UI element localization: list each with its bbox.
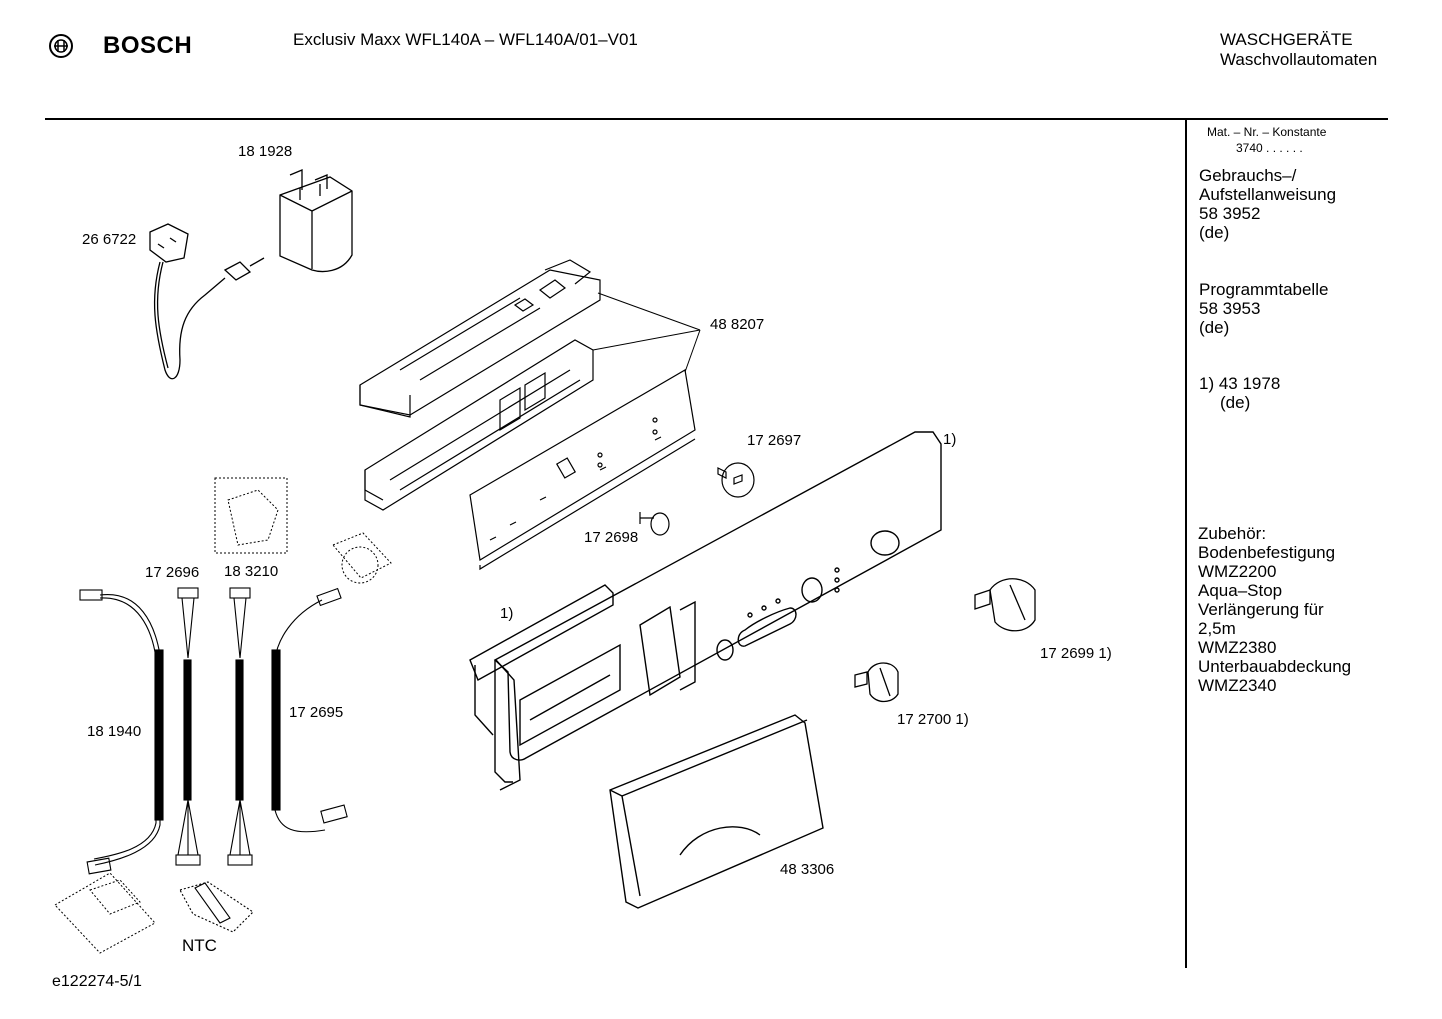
accessory-line: Zubehör: <box>1198 524 1267 543</box>
manual-lang: (de) <box>1199 223 1230 242</box>
note-lang: (de) <box>1220 393 1251 412</box>
accessory-line: 2,5m <box>1198 619 1236 638</box>
leader-488207 <box>592 292 701 373</box>
front-panel-drawing <box>469 431 942 791</box>
knob-172699-drawing <box>974 578 1036 632</box>
part-label-172698: 17 2698 <box>584 529 639 546</box>
accessory-line: Verlängerung für <box>1198 600 1324 619</box>
suppressor-drawing <box>279 169 353 273</box>
part-label-172700: 17 2700 1) <box>897 711 969 728</box>
part-label-172699: 17 2699 1) <box>1040 645 1112 662</box>
pcb-bracket-lower-drawing <box>364 339 594 511</box>
dotted-part-bottom-drawing <box>54 872 156 954</box>
note-number: 1) 43 1978 <box>1199 374 1281 393</box>
part-label-172697: 17 2697 <box>747 432 802 449</box>
note-marker-panel: 1) <box>943 431 957 448</box>
dotted-part-top-drawing <box>214 477 288 554</box>
category: WASCHGERÄTE <box>1220 30 1353 49</box>
program-title: Programmtabelle <box>1199 280 1329 299</box>
brand-name: BOSCH <box>103 32 193 59</box>
part-label-488207: 48 8207 <box>710 316 765 333</box>
accessory-line: WMZ2380 <box>1198 638 1277 657</box>
accessory-line: Unterbauabdeckung <box>1198 657 1352 676</box>
pcb-board-drawing <box>469 369 696 571</box>
subcategory: Waschvollautomaten <box>1220 50 1378 69</box>
manual-title-2: Aufstellanweisung <box>1199 185 1337 204</box>
program-lang: (de) <box>1199 318 1230 337</box>
dotted-part-right-drawing <box>332 532 392 584</box>
manual-title-1: Gebrauchs–/ <box>1199 166 1297 185</box>
model-line: Exclusiv Maxx WFL140A – WFL140A/01–V01 <box>293 30 638 49</box>
pcb-bracket-upper-drawing <box>359 259 601 418</box>
bosch-logo-icon <box>49 34 73 58</box>
accessory-line: WMZ2340 <box>1198 676 1277 695</box>
part-label-183210: 18 3210 <box>224 563 279 580</box>
accessory-line: Aqua–Stop <box>1198 581 1283 600</box>
ntc-sensor-drawing <box>179 881 254 933</box>
program-number: 58 3953 <box>1199 299 1261 318</box>
knob-172697-drawing <box>717 462 755 498</box>
part-label-181940: 18 1940 <box>87 723 142 740</box>
program-block: Programmtabelle 58 3953 (de) <box>1199 280 1379 337</box>
knob-172698-drawing <box>639 512 670 536</box>
part-label-483306: 48 3306 <box>780 861 835 878</box>
part-label-266722: 26 6722 <box>82 231 137 248</box>
manual-number: 58 3952 <box>1199 204 1261 223</box>
mat-label: Mat. – Nr. – Konstante <box>1207 125 1327 139</box>
accessory-line: Bodenbefestigung <box>1198 543 1336 562</box>
harness-181940-drawing <box>79 589 164 875</box>
drawer-panel-drawing <box>609 714 824 909</box>
harness-172695-drawing <box>271 587 348 833</box>
part-label-ntc: NTC <box>182 936 217 955</box>
manual-block: Gebrauchs–/ Aufstellanweisung 58 3952 (d… <box>1199 166 1379 242</box>
note-block: 1) 43 1978 (de) <box>1199 374 1379 412</box>
mat-value: 3740 . . . . . . <box>1236 141 1303 155</box>
part-label-172695: 17 2695 <box>289 704 344 721</box>
accessory-line: WMZ2200 <box>1198 562 1277 581</box>
note-marker-seal: 1) <box>500 605 514 622</box>
knob-172700-drawing <box>854 662 899 703</box>
part-label-172696: 17 2696 <box>145 564 200 581</box>
harness-172696-drawing <box>175 587 201 866</box>
accessories-block: Zubehör: Bodenbefestigung WMZ2200 Aqua–S… <box>1198 524 1383 695</box>
part-label-181928: 18 1928 <box>238 143 293 160</box>
harness-183210-drawing <box>227 587 253 866</box>
drawing-id: e122274-5/1 <box>52 973 142 990</box>
power-cord-drawing <box>149 223 265 380</box>
